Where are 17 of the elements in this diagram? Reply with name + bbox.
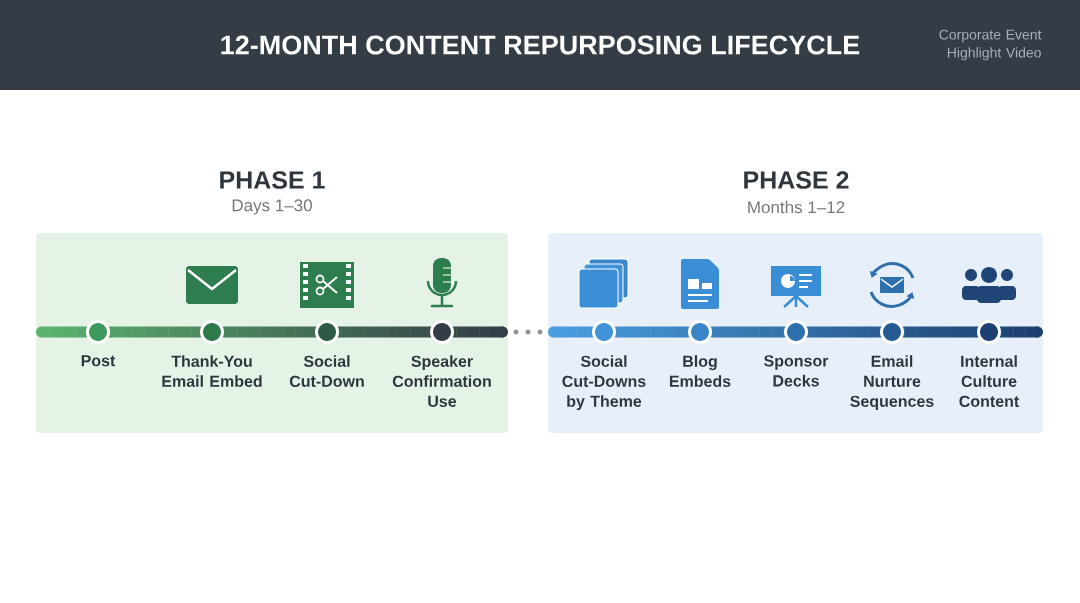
item-label: Social Cut-Down: [289, 355, 364, 387]
item-label: Internal Culture Content: [959, 355, 1019, 407]
node-label: Months 1–12: [748, 200, 845, 214]
item-label: Thank-You Email Embed: [162, 355, 262, 387]
timeline-bar: [36, 320, 508, 344]
item-label: Social Cut-Downs by Theme: [562, 355, 646, 411]
title: 12-MONTH CONTENT REPURPOSING LIFECYCLE: [221, 35, 860, 55]
item-label: Speaker Confirmation Use: [392, 355, 491, 407]
subtitle: Corporate Event Highlight Video: [939, 29, 1042, 61]
node-label: Days 1–30: [232, 199, 312, 215]
item-label: Blog Embeds: [669, 355, 731, 387]
timeline-bar: [548, 320, 1043, 344]
node-label: PHASE 1: [220, 171, 325, 189]
item-label: Sponsor Decks: [764, 355, 829, 387]
item-label: Post: [81, 355, 116, 367]
node-label: PHASE 2: [744, 171, 849, 189]
item-label: Email Nurture Sequences: [850, 355, 934, 411]
